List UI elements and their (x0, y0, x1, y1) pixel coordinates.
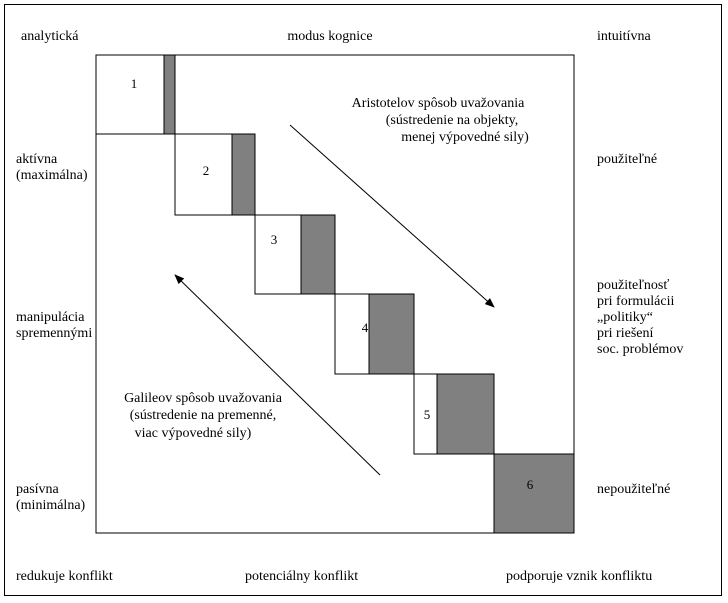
label-active-line1: aktívna (16, 152, 58, 167)
step-1-shade (163, 54, 176, 135)
step-4: 4 (334, 293, 415, 375)
step-6: 6 (493, 453, 575, 534)
step-5: 5 (413, 373, 495, 455)
label-reduces-conflict: redukuje konflikt (16, 569, 113, 584)
label-active: aktívna (maximálna) (16, 152, 88, 184)
aristotle-arrow (289, 124, 495, 308)
main-square (95, 54, 575, 534)
galileo-line1: Galileov spôsob uvažovania (124, 391, 283, 406)
step-2-shade (231, 133, 256, 216)
label-manipulation-line2: spremennými (16, 326, 93, 341)
label-supports-conflict: podporuje vznik konfliktu (506, 569, 653, 584)
label-active-line2: (maximálna) (16, 168, 88, 183)
galileo-line3: viac výpovedné sily) (135, 426, 252, 441)
label-analytic: analytická (21, 29, 79, 44)
label-usability-line4: pri riešení (597, 326, 654, 341)
step-3-white (254, 214, 302, 295)
label-usability-line5: soc. problémov (597, 342, 684, 357)
label-passive: pasívna (minimálna) (16, 482, 85, 514)
outer-frame (4, 4, 722, 596)
galileo-line2: (sústredenie na premenné, (130, 408, 277, 423)
label-usability: použiteľnosť pri formulácii „politiky“ p… (597, 278, 683, 358)
step-6-shade (493, 453, 575, 534)
label-manipulation: manipulácia spremennými (16, 310, 92, 342)
galileo-arrow (174, 274, 381, 476)
step-5-shade (436, 373, 495, 455)
label-potential-conflict: potenciálny konflikt (245, 569, 359, 584)
aristotle-line3: menej výpovedné sily) (401, 130, 529, 145)
step-1-number: 1 (131, 76, 138, 91)
label-usability-line3: „politiky“ (597, 310, 653, 325)
step-3-shade (300, 214, 336, 295)
step-2: 2 (174, 133, 256, 216)
label-manipulation-line1: manipulácia (16, 310, 85, 325)
label-unusable: nepoužiteľné (597, 482, 671, 497)
step-4-number: 4 (362, 320, 369, 335)
step-3-number: 3 (271, 232, 278, 247)
label-passive-line1: pasívna (16, 482, 59, 497)
step-1: 1 (95, 54, 176, 135)
label-intuitive: intuitívna (597, 29, 651, 44)
step-4-shade (368, 293, 415, 375)
label-passive-line2: (minimálna) (16, 498, 86, 513)
step-5-number: 5 (424, 407, 431, 422)
aristotle-line1: Aristotelov spôsob uvažovania (352, 96, 525, 111)
step-4-white (334, 293, 370, 375)
step-6-number: 6 (527, 477, 534, 492)
step-2-number: 2 (203, 163, 210, 178)
label-usable: použiteľné (597, 152, 658, 167)
step-1-white (95, 54, 165, 135)
aristotle-line2: (sústredenie na objekty, (386, 113, 518, 128)
label-cognition-mode: modus kognice (287, 29, 373, 44)
label-usability-line1: použiteľnosť (597, 278, 670, 293)
step-3: 3 (254, 214, 336, 295)
label-usability-line2: pri formulácii (597, 294, 675, 309)
